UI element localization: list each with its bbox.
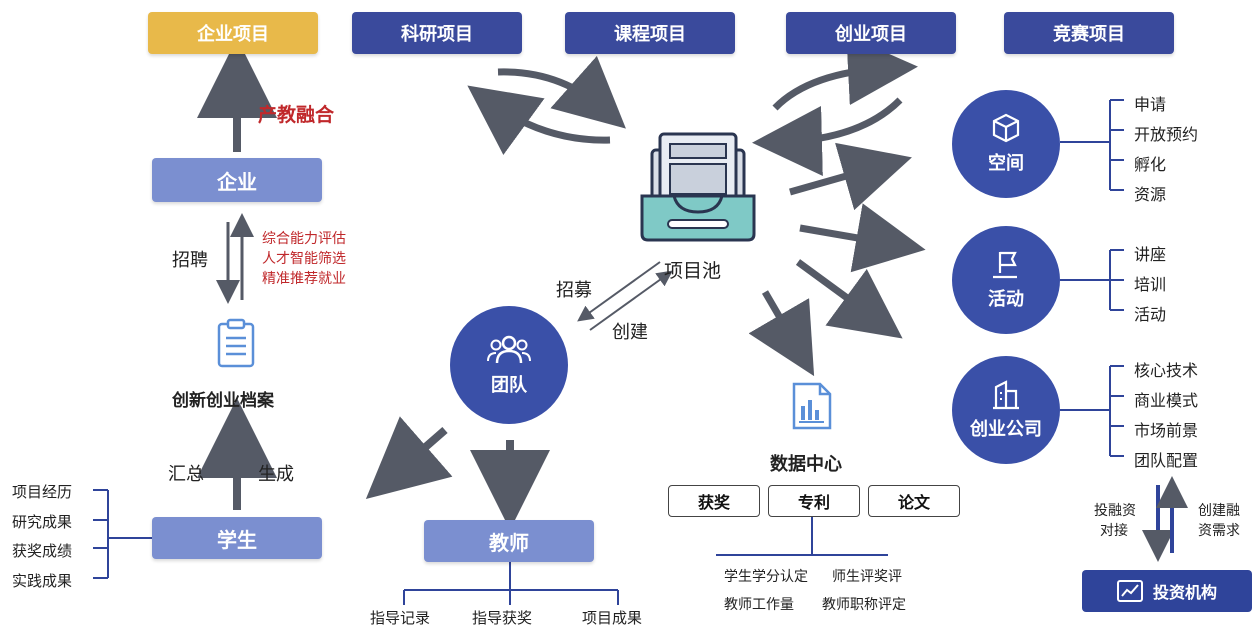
space-item: 孵化 xyxy=(1134,155,1167,174)
space-bracket xyxy=(1060,99,1124,191)
investor-label: 投资机构 xyxy=(1152,583,1217,602)
student-bracket xyxy=(93,489,152,579)
data-tree xyxy=(716,515,888,556)
teacher-item: 项目成果 xyxy=(582,609,643,627)
activity-item: 活动 xyxy=(1134,305,1167,324)
curve-arrow-1 xyxy=(497,55,626,129)
create-label: 创建 xyxy=(612,322,648,343)
company-item: 团队配置 xyxy=(1134,451,1199,470)
document-icon xyxy=(216,318,256,372)
curve-arrow-4 xyxy=(752,97,903,176)
team-label: 团队 xyxy=(491,375,527,396)
teacher-item: 指导获奖 xyxy=(472,609,533,627)
recruit-label: 招聘 xyxy=(172,250,208,271)
service-item: 精准推荐就业 xyxy=(262,271,346,287)
student-item: 研究成果 xyxy=(12,513,73,531)
startup-company-circle[interactable]: 创业公司 xyxy=(952,356,1060,464)
data-item: 师生评奖评 xyxy=(832,569,902,585)
course-project-box[interactable]: 课程项目 xyxy=(565,12,735,54)
flag-icon xyxy=(993,251,1017,279)
student-item: 项目经历 xyxy=(12,483,73,501)
patent-box[interactable]: 专利 xyxy=(768,485,860,517)
investor-box[interactable]: 投资机构 xyxy=(1082,570,1252,612)
activity-item: 讲座 xyxy=(1134,245,1167,264)
space-label: 空间 xyxy=(988,153,1024,174)
space-item: 资源 xyxy=(1134,185,1167,204)
arrow-pool-activity xyxy=(799,203,926,273)
space-item: 开放预约 xyxy=(1134,125,1199,144)
arrow-pool-company xyxy=(795,259,903,339)
data-center-title: 数据中心 xyxy=(770,454,842,475)
company-item: 商业模式 xyxy=(1134,391,1199,410)
arrow-team-student xyxy=(365,416,453,500)
activity-item: 培训 xyxy=(1134,275,1167,294)
inbox-icon xyxy=(638,130,758,246)
financing-left-line: 对接 xyxy=(1100,523,1128,539)
team-circle[interactable]: 团队 xyxy=(450,306,568,424)
startup-company-label: 创业公司 xyxy=(970,419,1042,440)
student-item: 获奖成绩 xyxy=(12,542,73,560)
project-pool-label: 项目池 xyxy=(664,260,722,282)
student-box[interactable]: 学生 xyxy=(152,517,322,559)
activity-label: 活动 xyxy=(988,289,1024,310)
chart-doc-icon xyxy=(790,380,834,436)
enlist-label: 招募 xyxy=(556,280,592,301)
service-item: 综合能力评估 xyxy=(262,231,346,247)
data-item: 教师工作量 xyxy=(724,597,794,613)
student-item: 实践成果 xyxy=(12,572,73,590)
cube-icon xyxy=(992,113,1020,143)
service-item: 人才智能筛选 xyxy=(262,251,346,267)
teacher-tree xyxy=(403,562,619,605)
arrow-create xyxy=(589,270,673,331)
team-icon xyxy=(487,335,531,364)
curve-arrow-3 xyxy=(772,35,918,111)
activity-bracket xyxy=(1060,249,1124,311)
space-item: 申请 xyxy=(1134,95,1167,114)
enterprise-project-box[interactable]: 企业项目 xyxy=(148,12,318,54)
data-item: 教师职称评定 xyxy=(822,597,906,613)
arrow-pool-space xyxy=(789,142,912,211)
arrow-enlist xyxy=(577,261,661,322)
competition-project-box[interactable]: 竞赛项目 xyxy=(1004,12,1174,54)
enterprise-box[interactable]: 企业 xyxy=(152,158,322,202)
paper-box[interactable]: 论文 xyxy=(868,485,960,517)
teacher-item: 指导记录 xyxy=(370,609,431,627)
activity-circle[interactable]: 活动 xyxy=(952,226,1060,334)
space-circle[interactable]: 空间 xyxy=(952,90,1060,198)
summary-label: 汇总 xyxy=(168,464,204,485)
building-icon xyxy=(993,380,1019,410)
archive-label: 创新创业档案 xyxy=(172,391,274,411)
financing-right-line: 创建融 xyxy=(1198,503,1240,519)
startup-project-box[interactable]: 创业项目 xyxy=(786,12,956,54)
company-item: 核心技术 xyxy=(1134,361,1199,380)
arrow-pool-data xyxy=(748,290,815,377)
award-box[interactable]: 获奖 xyxy=(668,485,760,517)
data-item: 学生学分认定 xyxy=(724,569,808,585)
financing-right-line: 资需求 xyxy=(1198,523,1240,539)
research-project-box[interactable]: 科研项目 xyxy=(352,12,522,54)
financing-left-line: 投融资 xyxy=(1094,503,1136,519)
company-bracket xyxy=(1060,365,1124,457)
curve-arrow-2 xyxy=(467,85,611,156)
trend-icon xyxy=(1116,580,1143,602)
generate-label: 生成 xyxy=(258,464,294,485)
company-item: 市场前景 xyxy=(1134,421,1199,440)
industry-education-label: 产教融合 xyxy=(258,104,335,126)
teacher-box[interactable]: 教师 xyxy=(424,520,594,562)
